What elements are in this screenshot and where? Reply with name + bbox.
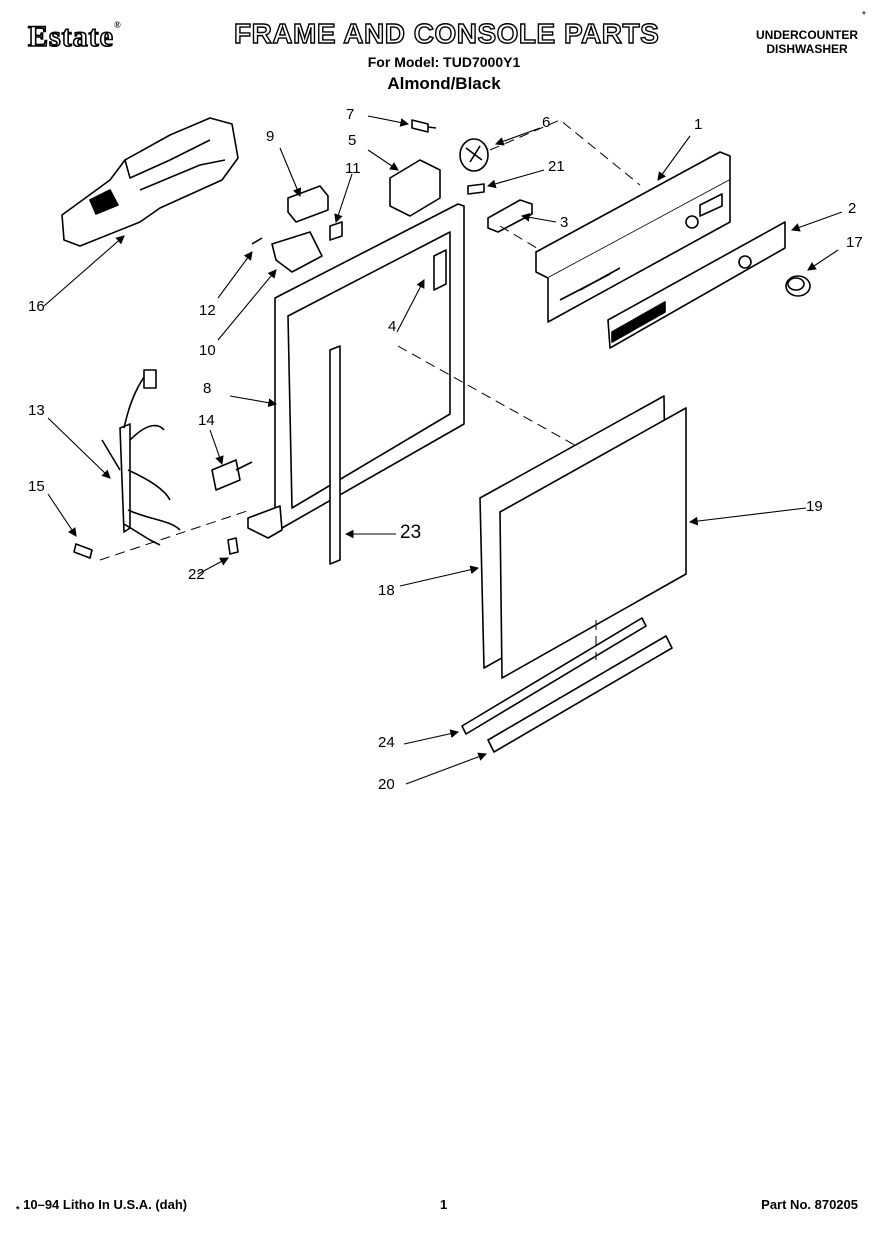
part-15-shape [73,543,93,559]
callout-10: 10 [199,342,216,359]
part-17-shape [785,275,811,297]
callout-23: 23 [400,522,422,543]
part-21-shape [467,183,485,195]
print-mark: * [16,1204,20,1215]
product-type-line-2: DISHWASHER [766,42,848,56]
part-20-shape [487,635,673,753]
callout-18: 18 [378,582,395,599]
callout-22: 22 [188,566,205,583]
callout-20: 20 [378,776,395,793]
callout-7: 7 [346,106,355,123]
registered-mark: ® [113,20,122,30]
part-4-shape [433,249,447,291]
part-5-shape [389,159,441,217]
part-24-shape [461,617,647,735]
callout-6: 6 [542,114,551,131]
part-22-shape [227,537,239,555]
part-13-shape [101,369,181,546]
callout-16: 16 [28,298,45,315]
callout-19: 19 [806,498,823,515]
page-number: 1 [440,1197,448,1212]
part-2-shape [607,221,786,349]
callout-17: 17 [846,234,863,251]
callout-21: 21 [548,158,565,175]
part-10-shape [271,231,323,273]
print-info-text: 10–94 Litho In U.S.A. (dah) [23,1197,188,1212]
corner-mark: * [862,10,866,21]
product-type: UNDERCOUNTER DISHWASHER [756,28,858,56]
callout-8: 8 [203,380,212,397]
callout-4: 4 [388,318,397,335]
part-7-shape [411,119,437,133]
model-line: For Model: TUD7000Y1 [367,54,521,70]
callout-13: 13 [28,402,45,419]
part-3-shape [487,199,533,233]
callout-14: 14 [198,412,215,429]
brand-name: Estate [27,19,114,54]
callout-3: 3 [560,214,569,231]
callout-12: 12 [199,302,216,319]
callout-2: 2 [848,200,857,217]
part-14-shape [211,459,253,491]
part-6-shape [459,138,489,172]
part-11-shape [329,221,343,241]
part-23-shape [329,345,341,565]
part-1-shape [535,151,731,323]
callout-11: 11 [345,160,361,177]
product-type-line-1: UNDERCOUNTER [756,28,858,42]
part-12-shape [251,237,263,245]
callout-24: 24 [378,734,395,751]
part-19-shape [499,407,687,679]
part-16-shape [61,117,239,247]
callout-9: 9 [266,128,275,145]
color-line: Almond/Black [387,74,501,93]
brand-logo: Estate® [27,19,122,54]
callout-1: 1 [694,116,703,133]
part-9-shape [287,185,329,223]
callout-15: 15 [28,478,45,495]
part-number: Part No. 870205 [761,1197,858,1212]
print-info: * 10–94 Litho In U.S.A. (dah) [16,1197,187,1215]
page-title: FRAME AND CONSOLE PARTS [233,17,660,49]
callout-5: 5 [348,132,357,149]
